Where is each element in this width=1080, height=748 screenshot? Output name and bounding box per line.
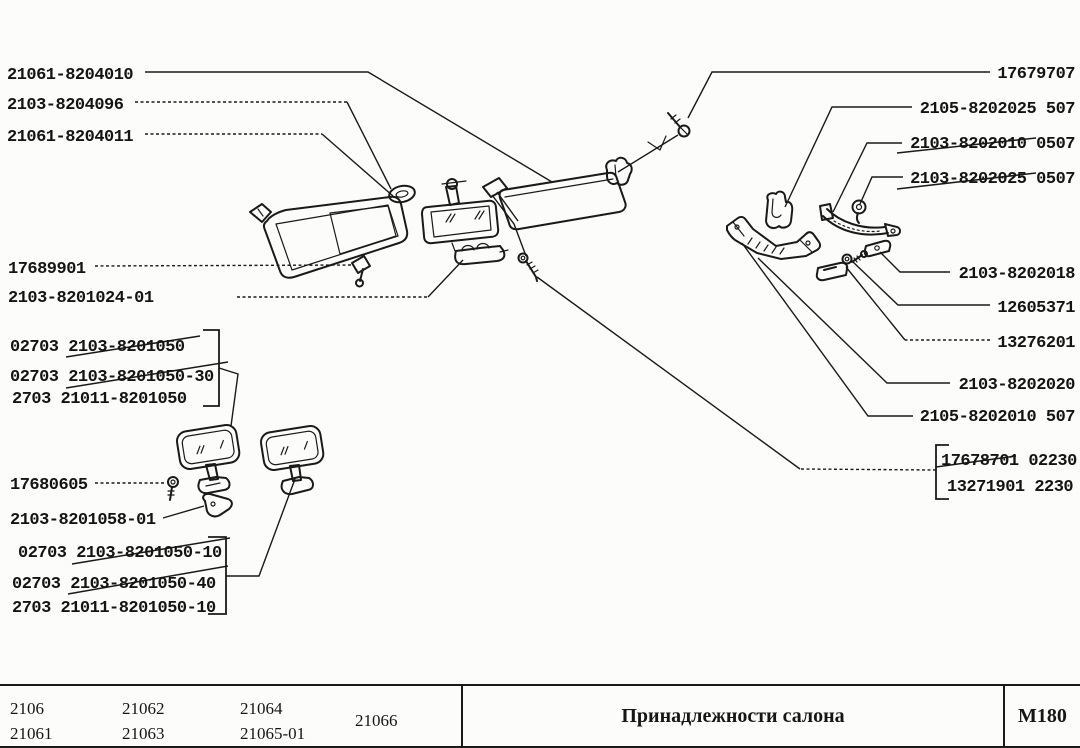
model-number: 21064 bbox=[240, 699, 283, 718]
part-label-tapping-screw-b: 13271901 2230 bbox=[947, 478, 1073, 497]
visor-clip bbox=[388, 184, 416, 204]
sheet-code: М180 bbox=[1003, 686, 1080, 746]
part-label-grab-strap: 2105-8202010 507 bbox=[920, 408, 1076, 427]
model-number: 21066 bbox=[355, 711, 398, 730]
mirror-gasket bbox=[202, 492, 233, 518]
grab-strap bbox=[819, 203, 901, 237]
model-number: 21065-01 bbox=[240, 724, 306, 743]
group-brackets bbox=[203, 329, 949, 615]
diagram-canvas: 21061-8204010 2103-8204096 21061-8204011… bbox=[7, 65, 1078, 618]
applicable-models: 2106 21061 21062 21063 21064 21065-01 21… bbox=[0, 686, 463, 746]
model-number: 2106 bbox=[10, 699, 44, 718]
part-label-strap: 2103-8202010 0507 bbox=[910, 135, 1075, 154]
courtesy-lamp bbox=[454, 242, 509, 266]
part-label-mirror-b2: 02703 2103-8201050-40 bbox=[12, 575, 216, 594]
part-label-mirror-screw: 17680605 bbox=[10, 476, 88, 495]
part-label-tapping-screw-a: 17678701 02230 bbox=[941, 452, 1077, 471]
part-labels: 21061-8204010 2103-8204096 21061-8204011… bbox=[7, 65, 1078, 618]
part-label-washer: 12605371 bbox=[997, 299, 1075, 318]
tapping-screw bbox=[517, 252, 539, 282]
part-label-mirror-b3: 2703 21011-8201050-10 bbox=[12, 599, 216, 618]
part-label-visor-rh: 21061-8204010 bbox=[7, 66, 133, 85]
superseded-strikes bbox=[65, 137, 1037, 595]
visor-screw bbox=[351, 255, 371, 288]
sun-visor-right bbox=[482, 156, 633, 231]
sheet-title-text: Принадлежности салона bbox=[621, 704, 845, 727]
model-column-4: 21066 bbox=[355, 708, 398, 733]
leader-lines bbox=[94, 71, 990, 577]
part-label-mirror-a1: 02703 2103-8201050 bbox=[10, 338, 185, 357]
visor-pivot-screw bbox=[647, 112, 691, 151]
model-column-2: 21062 21063 bbox=[122, 696, 165, 746]
part-label-mirror-a2: 02703 2103-8201050-30 bbox=[10, 368, 214, 387]
strap-hook bbox=[851, 199, 867, 224]
model-column-3: 21064 21065-01 bbox=[240, 696, 305, 746]
part-label-grab-handle: 2103-8202020 bbox=[959, 376, 1076, 395]
model-number: 21063 bbox=[122, 724, 165, 743]
interior-mirror bbox=[421, 178, 500, 252]
model-number: 21062 bbox=[122, 699, 165, 718]
handle-end-cap bbox=[815, 261, 849, 282]
part-label-pivot-screw: 17679707 bbox=[997, 65, 1075, 84]
part-label-visor-clip: 2103-8204096 bbox=[7, 96, 124, 115]
door-mirror-right bbox=[259, 424, 325, 496]
coat-hook bbox=[765, 190, 794, 230]
part-label-end-fitting: 2103-8202018 bbox=[959, 265, 1076, 284]
sheet-code-text: М180 bbox=[1018, 704, 1067, 727]
part-label-coat-hook: 2105-8202025 507 bbox=[920, 100, 1076, 119]
part-label-visor-screw: 17689901 bbox=[8, 260, 86, 279]
grab-handle bbox=[726, 215, 822, 260]
part-label-visor-lh: 21061-8204011 bbox=[7, 128, 133, 147]
door-mirror-left bbox=[175, 423, 241, 495]
strap-fasteners bbox=[841, 250, 868, 265]
part-label-mirror-b1: 02703 2103-8201050-10 bbox=[18, 544, 222, 563]
part-label-mirror-a3: 2703 21011-8201050 bbox=[12, 390, 187, 409]
part-label-strap-hook: 2103-8202025 0507 bbox=[910, 170, 1075, 189]
sheet-title: Принадлежности салона bbox=[463, 686, 1003, 746]
model-column-1: 2106 21061 bbox=[10, 696, 53, 746]
title-block: 2106 21061 21062 21063 21064 21065-01 21… bbox=[0, 684, 1080, 748]
part-label-lamp: 2103-8201024-01 bbox=[8, 289, 154, 308]
mirror-screw bbox=[167, 476, 179, 501]
model-number: 21061 bbox=[10, 724, 53, 743]
sun-visor-left bbox=[249, 195, 409, 279]
strap-end-fitting bbox=[863, 239, 892, 258]
part-label-mirror-gasket: 2103-8201058-01 bbox=[10, 511, 156, 530]
part-label-screw-small: 13276201 bbox=[997, 334, 1075, 353]
